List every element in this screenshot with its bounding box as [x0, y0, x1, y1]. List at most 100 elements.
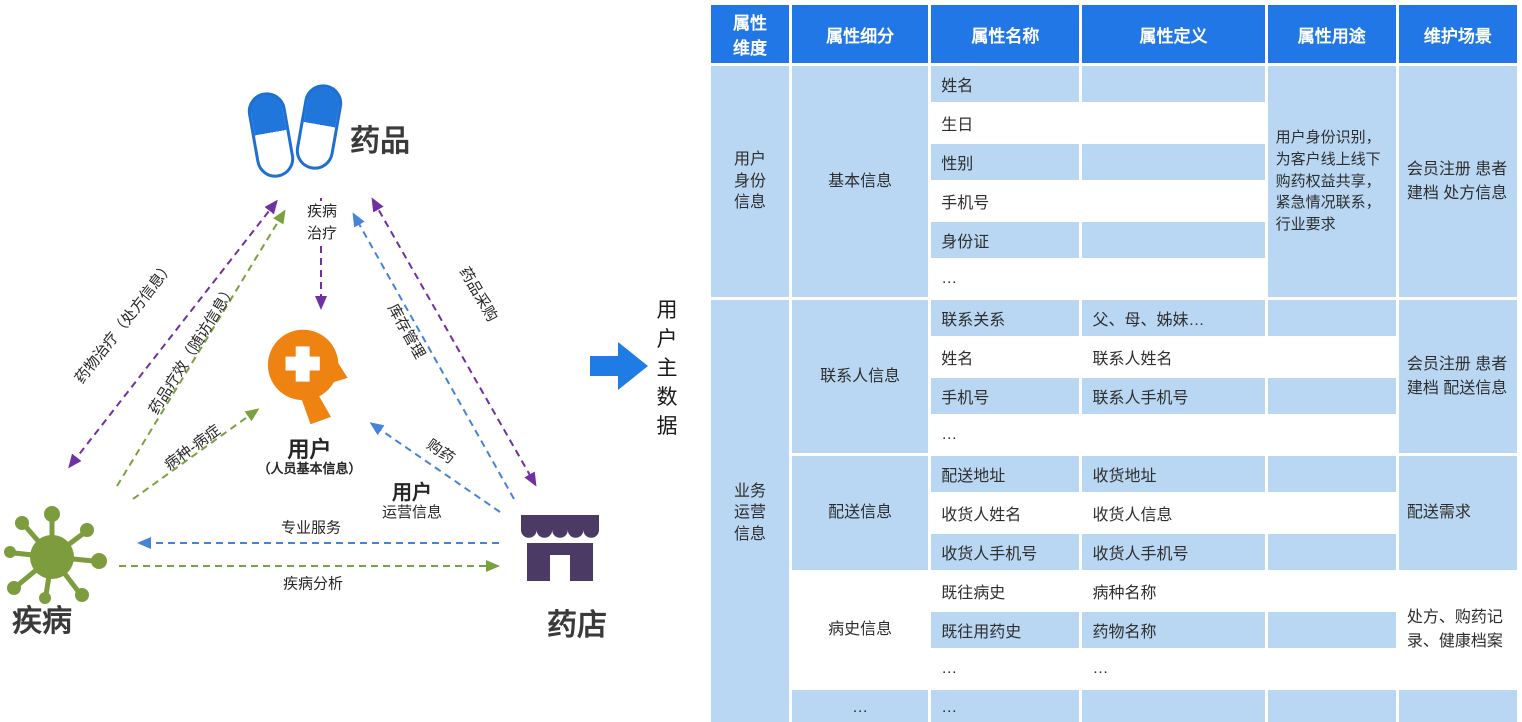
header-subdivision: 属性细分: [792, 5, 929, 63]
edge-label-drug-purchase: 药品采购: [455, 264, 501, 325]
cell-scenario-history: 处方、购药记录、健康档案: [1398, 573, 1517, 687]
cell-name: 姓名: [931, 339, 1080, 375]
medicine-pills-icon: [244, 81, 348, 184]
table-row: 业务 运营 信息 联系人信息 联系关系 父、母、姊妹… 会员注册 患者建档 配送…: [711, 300, 1517, 722]
cell-subdivision-history: 病史信息: [792, 573, 929, 687]
cell-purpose: [1267, 378, 1396, 414]
cell-name: 既往病史: [931, 573, 1080, 609]
cell-definition: 父、母、姊妹…: [1082, 300, 1265, 336]
user-ops-label-line1: 用户: [392, 482, 432, 504]
table-row: … …: [711, 690, 1517, 722]
cell-definition: [1082, 222, 1265, 258]
disease-label: 疾病: [12, 605, 72, 638]
user-ops-label-line2: 运营信息: [381, 504, 442, 521]
cell-name: 收货人姓名: [931, 495, 1080, 531]
table-row: 用户 身份 信息 基本信息 姓名 用户身份识别，为客户线上线下购药权益共享，紧急…: [711, 66, 1517, 297]
cell-definition: [1082, 690, 1265, 722]
header-name: 属性名称: [931, 5, 1080, 63]
cell-name: 收货人手机号: [931, 534, 1080, 570]
cell-subdivision-delivery: 配送信息: [792, 456, 929, 570]
cell-name: 身份证: [931, 222, 1080, 258]
table-row: 身份证: [711, 222, 1517, 258]
cell-definition: [1082, 144, 1265, 180]
cell-scenario-identity: 会员注册 患者建档 处方信息: [1398, 66, 1517, 297]
cell-name: 配送地址: [931, 456, 1080, 492]
header-definition: 属性定义: [1082, 5, 1265, 63]
cell-definition: [1082, 66, 1265, 102]
header-dimension: 属性 维度: [711, 5, 790, 63]
flow-arrow-label: 用户主数据: [656, 299, 678, 438]
cell-name: …: [931, 261, 1080, 297]
cell-purpose: [1267, 651, 1396, 687]
cell-purpose: [1267, 495, 1396, 531]
table-row: 生日: [711, 105, 1517, 141]
cell-purpose: [1267, 339, 1396, 375]
cell-name: 生日: [931, 105, 1080, 141]
cell-definition: [1082, 183, 1265, 219]
table-row: 收货人手机号 收货人手机号: [711, 534, 1517, 570]
table-row: 性别: [711, 144, 1517, 180]
pharmacy-label: 药店: [547, 609, 607, 642]
edge-label-disease-treatment: 疾病治疗: [302, 201, 342, 245]
cell-name: 手机号: [931, 378, 1080, 414]
cell-purpose: [1267, 534, 1396, 570]
user-label: 用户: [287, 437, 332, 462]
cell-name: …: [931, 417, 1080, 453]
cell-definition: [1082, 417, 1265, 453]
cell-subdivision-basic: 基本信息: [792, 66, 929, 297]
medicine-label: 药品: [350, 125, 410, 158]
cell-definition: [1082, 105, 1265, 141]
user-sublabel: （人员基本信息）: [257, 461, 362, 476]
table-row: 姓名 联系人姓名: [711, 339, 1517, 375]
cell-name: 性别: [931, 144, 1080, 180]
table-row: …: [711, 261, 1517, 297]
cell-dimension-business: 业务 运营 信息: [711, 300, 790, 722]
cell-name: 手机号: [931, 183, 1080, 219]
attribute-table: 属性 维度 属性细分 属性名称 属性定义 属性用途 维护场景 用户 身份 信息 …: [708, 2, 1520, 722]
flow-arrow-icon: [590, 342, 648, 390]
table-row: 收货人姓名 收货人信息: [711, 495, 1517, 531]
edge-label-professional-service: 专业服务: [280, 519, 342, 537]
cell-name: …: [931, 651, 1080, 687]
cell-purpose: [1267, 417, 1396, 453]
cell-name: …: [931, 690, 1080, 722]
table-row: 手机号: [711, 183, 1517, 219]
cell-scenario-contact: 会员注册 患者建档 配送信息: [1398, 300, 1517, 453]
cell-dimension-identity: 用户 身份 信息: [711, 66, 790, 297]
cell-definition: …: [1082, 651, 1265, 687]
capsule-icon: [244, 89, 298, 181]
table-row: …: [711, 417, 1517, 453]
user-head-icon: [267, 329, 348, 425]
edge-label-drug-therapy: 药物治疗（处方信息）: [71, 258, 178, 387]
cell-purpose: [1267, 300, 1396, 336]
table-header-row: 属性 维度 属性细分 属性名称 属性定义 属性用途 维护场景: [711, 5, 1517, 63]
header-purpose: 属性用途: [1267, 5, 1396, 63]
pharmacy-store-icon: [521, 515, 599, 581]
table-row: 病史信息 既往病史 病种名称 处方、购药记录、健康档案: [711, 573, 1517, 687]
cell-definition: 联系人手机号: [1082, 378, 1265, 414]
table-row: 手机号 联系人手机号: [711, 378, 1517, 414]
cell-subdivision-contact: 联系人信息: [792, 300, 929, 453]
cell-definition: 药物名称: [1082, 612, 1265, 648]
cell-definition: 收货地址: [1082, 456, 1265, 492]
cell-purpose: [1267, 456, 1396, 492]
table-row: 既往用药史 药物名称: [711, 612, 1517, 648]
cell-name: 姓名: [931, 66, 1080, 102]
capsule-icon: [292, 81, 346, 173]
cell-name: 既往用药史: [931, 612, 1080, 648]
cell-purpose: [1267, 573, 1396, 609]
disease-virus-icon: [4, 506, 107, 604]
edge-drug-purchase: [371, 197, 537, 487]
table-row: … …: [711, 651, 1517, 687]
cell-subdivision-more: …: [792, 690, 929, 722]
cell-definition: 病种名称: [1082, 573, 1265, 609]
cell-purpose: [1267, 690, 1396, 722]
cell-scenario-delivery: 配送需求: [1398, 456, 1517, 570]
edge-label-drug-efficacy: 药品疗效（随访信息）: [145, 281, 240, 418]
relationship-diagram: 药品 用户 （人员基本信息）: [0, 0, 710, 722]
cell-purpose-identity: 用户身份识别，为客户线上线下购药权益共享，紧急情况联系，行业要求: [1267, 66, 1396, 297]
cell-definition: [1082, 261, 1265, 297]
edge-label-disease-symptom: 病种-病症: [161, 421, 224, 474]
edge-label-disease-analysis: 疾病分析: [282, 575, 344, 593]
